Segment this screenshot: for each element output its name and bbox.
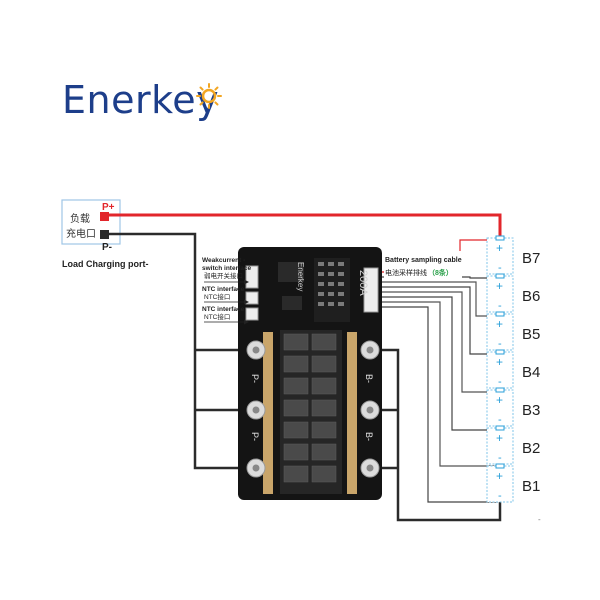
battery-cell-b7: + - B7 <box>486 235 540 275</box>
battery-cell-plus: + <box>496 431 503 445</box>
battery-cell-label: B6 <box>522 288 540 305</box>
svg-text:-: - <box>538 515 541 524</box>
battery-cell-plus: + <box>496 279 503 293</box>
board-rating: 200A <box>357 270 369 296</box>
battery-cell-body <box>486 237 514 275</box>
ntc-connector-1 <box>245 291 259 305</box>
battery-cell-label: B5 <box>522 326 540 343</box>
battery-cell-body <box>486 313 514 351</box>
weak-current-connector <box>245 265 259 289</box>
battery-cell-minus: - <box>498 490 502 502</box>
brand-logo: Enerkey <box>62 78 219 122</box>
ntc-connector-2 <box>245 307 259 321</box>
load-port-cn-line1: 负载 <box>70 212 90 225</box>
battery-cell-minus: - <box>498 300 502 312</box>
battery-cell-label: B3 <box>522 402 540 419</box>
bms-board: 200A Enerkey P- P- <box>238 247 382 500</box>
brand-logo-text: Enerkey <box>62 78 220 122</box>
battery-cell-plus: + <box>496 393 503 407</box>
sun-icon <box>196 83 222 109</box>
controller-chip <box>278 262 304 282</box>
weak-current-label-en2: switch interface <box>202 265 252 272</box>
battery-cell-body <box>486 275 514 313</box>
resistor-array <box>314 258 350 322</box>
weak-current-label-cn: 弱电开关接口 <box>204 271 243 280</box>
sampling-label-en: Battery sampling cable <box>385 257 462 264</box>
battery-cell-plus: + <box>496 355 503 369</box>
battery-cell-label: B2 <box>522 440 540 457</box>
p-plus-label: P+ <box>102 202 115 213</box>
sampling-label-cn: 电池采样排线 <box>385 268 427 277</box>
battery-cell-label: B1 <box>522 478 540 495</box>
battery-cell-label: B7 <box>522 250 540 267</box>
ntc2-label-cn: NTC接口 <box>204 312 230 321</box>
battery-cell-stack: + - B7 + - B6 + - B5 + - B4 + - B3 + - B2 + - B1 <box>486 235 540 503</box>
battery-cell-body <box>486 465 514 503</box>
b-minus-board-label-1: B- <box>364 374 374 383</box>
p-minus-board-label-1: P- <box>250 374 260 383</box>
red-positive-wire <box>109 213 502 238</box>
interface-labels: Weakcurrent - switch interface 弱电开关接口 NT… <box>202 257 252 325</box>
load-port-cn-line2: 充电口 <box>66 227 96 240</box>
battery-cell-plus: + <box>496 469 503 483</box>
b-minus-board-label-2: B- <box>364 432 374 441</box>
battery-cell-plus: + <box>496 317 503 331</box>
p-minus-board-label-2: P- <box>250 432 260 441</box>
battery-cell-cap <box>495 463 505 469</box>
battery-cell-plus: + <box>496 241 503 255</box>
battery-cell-cap <box>495 235 505 241</box>
ntc1-label-cn: NTC接口 <box>204 292 230 301</box>
weak-current-label-en: Weakcurrent - <box>202 257 245 264</box>
battery-cell-label: B4 <box>522 364 540 381</box>
ntc1-label-en: NTC interface <box>202 286 245 293</box>
battery-cell-minus: - <box>498 262 502 274</box>
p-plus-terminal <box>100 212 109 221</box>
battery-cell-cap <box>495 273 505 279</box>
battery-cell-b1: + - B1 <box>486 463 540 503</box>
p-minus-terminal <box>100 230 109 239</box>
copper-bar-left <box>263 332 273 494</box>
battery-cell-cap <box>495 311 505 317</box>
battery-cell-minus: - <box>498 452 502 464</box>
sampling-label-count: （8条） <box>428 268 453 277</box>
load-port-caption: Load Charging port- <box>62 259 149 269</box>
battery-cell-cap <box>495 387 505 393</box>
copper-bar-right <box>347 332 357 494</box>
battery-cell-b6: + - B6 <box>486 273 540 313</box>
battery-cell-b2: + - B2 <box>486 425 540 465</box>
battery-cell-b4: + - B4 <box>486 349 540 389</box>
battery-cell-cap <box>495 425 505 431</box>
battery-cell-cap <box>495 349 505 355</box>
battery-cell-b3: + - B3 <box>486 387 540 427</box>
battery-cell-minus: - <box>498 338 502 350</box>
battery-cell-b5: + - B5 <box>486 311 540 351</box>
battery-cell-minus: - <box>498 414 502 426</box>
black-b-minus-wire <box>370 348 502 522</box>
board-logo: Enerkey <box>296 262 305 291</box>
p-minus-label: P- <box>102 242 112 253</box>
sampling-cable-label: Battery sampling cable 电池采样排线 （8条） <box>384 251 462 281</box>
load-charging-port: 负载 充电口 P+ P- Load Charging port- <box>61 199 149 269</box>
battery-cell-minus: - <box>498 376 502 388</box>
secondary-chip <box>282 296 302 310</box>
battery-cell-body <box>486 351 514 389</box>
ntc2-label-en: NTC interface <box>202 306 245 313</box>
mosfet-array <box>280 330 342 494</box>
sampling-connector <box>363 267 379 313</box>
